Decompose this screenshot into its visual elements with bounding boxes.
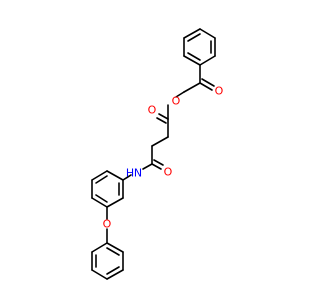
molecule-diagram: O O O O H N O: [91, 28, 224, 280]
atom-o-ketone: O: [215, 85, 224, 98]
bond-ester-co-b: [156, 117, 167, 124]
bond-top-ring-inner-1: [187, 33, 201, 42]
bond-n-ring: [122, 174, 132, 181]
bond-ketone-ch2: [183, 82, 201, 93]
bond-amide-co-a: [151, 163, 162, 170]
bond-ketone-co-b: [201, 78, 215, 87]
bond-amide-co-b: [153, 159, 164, 166]
atom-h-amide: H: [126, 167, 134, 180]
bond-mid-ring-3: [91, 197, 108, 208]
bond-bot-ring-inner-2: [106, 266, 120, 275]
bond-bot-ring-6: [106, 242, 124, 253]
bond-mid-ring-inner-2: [95, 194, 108, 203]
bond-chain-2: [151, 136, 169, 147]
bond-amide-cn: [142, 163, 153, 170]
bond-mid-ring-2: [106, 197, 124, 208]
bond-top-ring-4: [199, 55, 216, 66]
atom-n-amide: N: [134, 167, 142, 180]
bond-top-ring-5: [183, 55, 201, 66]
bond-mid-ring-inner-3: [95, 175, 108, 184]
atom-o-ester-carbonyl: O: [148, 104, 157, 117]
bond-top-ring-1: [183, 28, 201, 39]
bonds: [91, 28, 216, 280]
atom-o-ether: O: [103, 218, 112, 231]
bond-ketone-co-a: [199, 82, 213, 91]
bond-bot-ring-inner-3: [106, 247, 120, 256]
atom-labels: O O O O H N O: [103, 85, 224, 231]
bond-bot-ring-3: [91, 269, 108, 280]
bond-mid-ring-6: [106, 170, 124, 181]
bond-bot-ring-1: [91, 242, 108, 253]
bond-ester-co-a: [158, 113, 169, 120]
bond-bot-ring-4: [106, 269, 124, 280]
atom-o-ester: O: [172, 95, 181, 108]
bond-mid-ring-5: [91, 170, 108, 181]
atom-o-amide: O: [164, 166, 173, 179]
bond-ch2-oester: [175, 91, 185, 98]
bond-top-ring-inner-3: [187, 52, 201, 61]
bond-top-ring-2: [199, 28, 216, 39]
